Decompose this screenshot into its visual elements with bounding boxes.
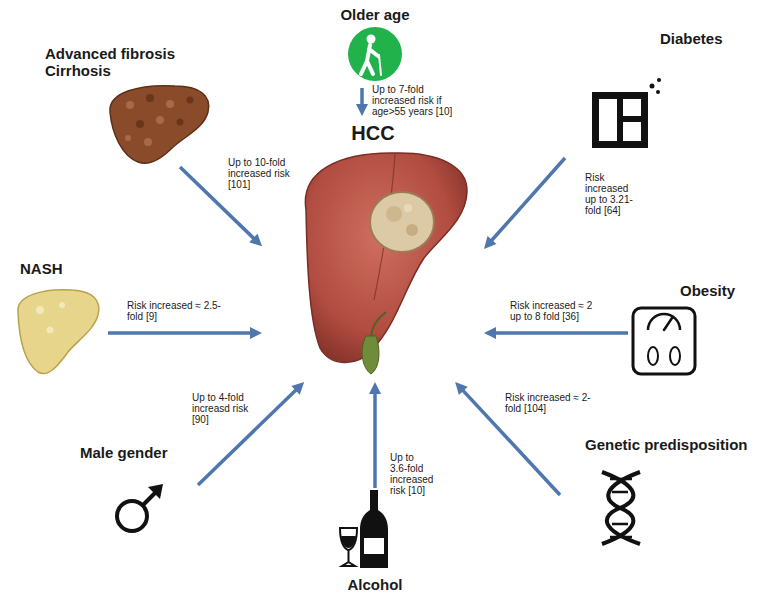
factor-name: Male gender <box>80 444 168 461</box>
nodule <box>144 138 152 146</box>
bile-duct <box>371 312 386 336</box>
fatty-liver-icon <box>18 290 99 374</box>
arrow-shaft <box>494 331 628 335</box>
sugar-grain <box>650 84 655 89</box>
nodule <box>177 119 184 126</box>
factor-name: Advanced fibrosis Cirrhosis <box>45 45 187 79</box>
wine <box>341 536 356 548</box>
edge-label: Up to 7-fold increased risk if age>55 ye… <box>372 84 458 117</box>
nodule <box>136 120 144 128</box>
diabetes-icon <box>592 78 661 148</box>
fat-droplet <box>36 306 44 314</box>
arrow-head <box>250 327 262 339</box>
scale-needle <box>664 318 672 330</box>
footprint <box>648 347 658 365</box>
cube-face <box>599 99 617 141</box>
hcc-liver-illustration <box>305 153 467 374</box>
edge-label: Risk increased ≈ 2-fold [104] <box>505 392 598 414</box>
arrow-shaft <box>360 88 364 106</box>
risk-factor-box: Older age <box>325 4 425 88</box>
arrow-head <box>356 104 368 116</box>
arrow-shaft <box>373 392 377 488</box>
person-body <box>361 45 378 74</box>
nodule <box>125 135 131 141</box>
scale-icon <box>633 308 695 374</box>
risk-factor-box: Diabetes <box>565 28 740 158</box>
cirrhotic-liver-icon <box>110 86 209 164</box>
fat-droplet <box>59 302 65 308</box>
risk-factor-box: Advanced fibrosis Cirrhosis <box>40 42 215 167</box>
sugar-grain <box>656 90 660 94</box>
arrow-head <box>455 382 468 395</box>
cube-face <box>623 122 641 141</box>
dna-strand <box>602 472 640 544</box>
edge-label: Up to 10-fold increased risk [101] <box>228 157 298 190</box>
arrow-head <box>484 236 496 249</box>
risk-factor-box: Alcohol <box>335 488 415 594</box>
arrow-shaft <box>491 158 565 242</box>
tumor <box>370 192 434 252</box>
dna-icon <box>602 472 640 544</box>
risk-factor-box: Genetic predisposition <box>560 434 765 549</box>
liver-body <box>305 153 467 363</box>
male-symbol <box>117 484 163 531</box>
sugar-cube <box>592 92 648 148</box>
nodule <box>156 116 164 124</box>
arrow-head <box>249 234 262 247</box>
arrow-connector <box>484 327 628 339</box>
factor-name: Genetic predisposition <box>585 436 748 453</box>
arrow-connector <box>484 158 565 249</box>
footprint <box>670 347 680 365</box>
tumor-texture <box>404 204 412 212</box>
green-disc <box>348 27 402 81</box>
arrow-connector <box>369 382 381 488</box>
tumor-texture <box>406 224 418 236</box>
edge-label: Risk increased up to 3.21-fold [64] <box>585 172 637 216</box>
edge-label: Risk increased ≈ 2 up to 8 fold [36] <box>510 300 598 322</box>
factor-name: Obesity <box>680 282 735 299</box>
arrow-shaft <box>108 331 252 335</box>
gallbladder <box>362 336 379 374</box>
center-title: HCC <box>351 122 394 144</box>
risk-factor-box: NASH <box>12 258 108 383</box>
bottle <box>360 490 388 568</box>
arrow-head <box>291 382 304 395</box>
dna-strand <box>602 472 640 544</box>
cube-face <box>623 99 641 116</box>
scale-dial <box>648 314 680 330</box>
male-ring <box>117 501 147 531</box>
male-arrow-head <box>148 484 163 499</box>
fatty-liver <box>18 290 99 374</box>
cane <box>379 55 381 75</box>
risk-factor-box: Obesity <box>628 280 750 380</box>
nodule <box>146 94 154 102</box>
edge-label: Up to 4-fold increasd risk [90] <box>192 392 256 425</box>
nodule <box>187 97 194 104</box>
sugar-grain <box>657 78 661 82</box>
edge-label: Risk increased ≈ 2.5-fold [9] <box>127 300 227 322</box>
nodule <box>126 101 134 109</box>
nodule <box>166 100 174 108</box>
bottle-label <box>364 538 384 554</box>
cirrhotic-liver <box>110 86 209 164</box>
arrow-head <box>369 382 381 394</box>
arrow-head <box>484 327 496 339</box>
factor-name: Older age <box>340 6 409 23</box>
scale-body <box>633 308 695 374</box>
factor-name: Alcohol <box>348 576 403 593</box>
dna-rungs <box>610 479 632 537</box>
older-age-icon <box>348 27 402 81</box>
arrow-connector <box>356 88 368 116</box>
risk-factor-box: Male gender <box>78 442 198 537</box>
person-head <box>367 35 376 44</box>
arrow-connector <box>108 327 262 339</box>
factor-name: Diabetes <box>660 30 723 47</box>
factor-name: NASH <box>20 260 63 277</box>
fat-droplet <box>47 327 54 334</box>
wine-glass <box>340 528 357 566</box>
hcc-box: HCC <box>262 116 484 382</box>
alcohol-icon <box>340 490 388 568</box>
tumor-texture <box>386 206 402 222</box>
edge-label: Up to 3.6-fold increased risk [10] <box>390 452 428 496</box>
